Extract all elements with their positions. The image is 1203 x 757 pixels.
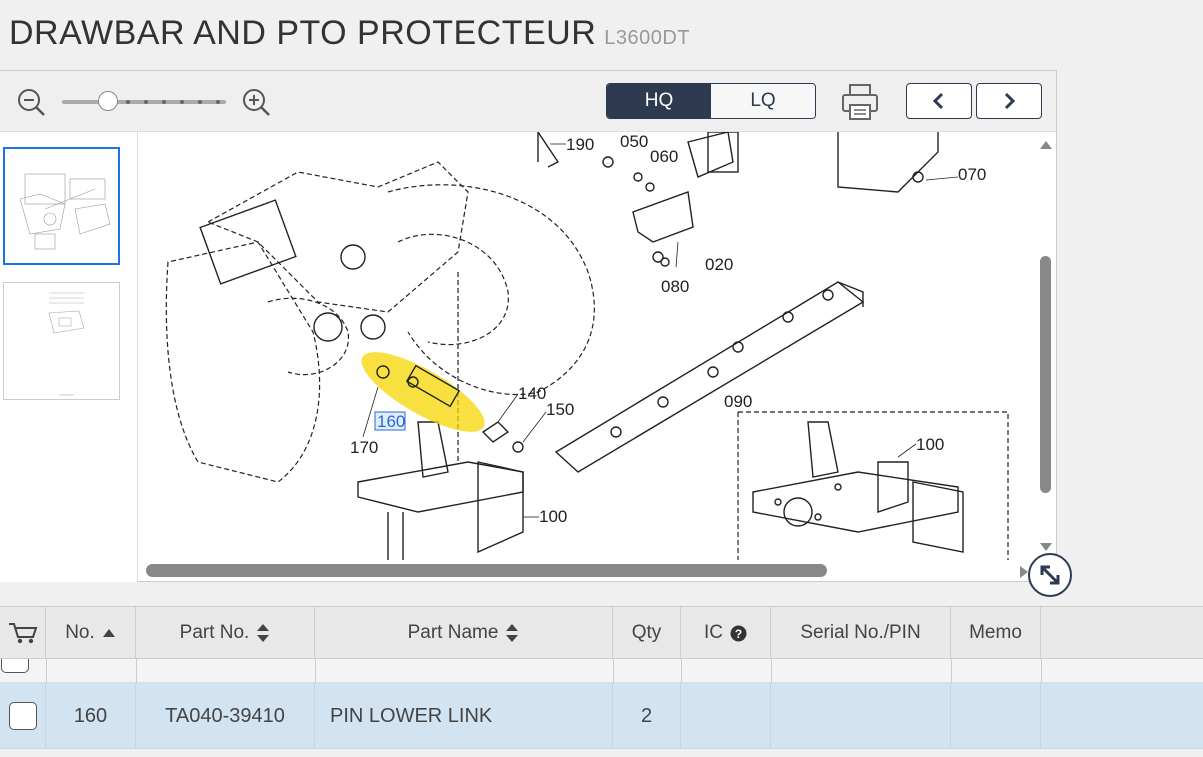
zoom-slider-knob[interactable]	[98, 91, 118, 111]
svg-text:070: 070	[958, 165, 986, 184]
diagram-viewer: HQ LQ	[0, 70, 1057, 582]
vertical-scrollbar[interactable]	[1040, 256, 1051, 493]
col-part-no-label: Part No.	[179, 622, 250, 643]
col-no-label: No.	[65, 622, 95, 643]
svg-text:080: 080	[661, 277, 689, 296]
help-icon[interactable]: ?	[730, 625, 747, 642]
col-ic-label: IC	[704, 622, 723, 643]
chevron-left-icon	[932, 92, 944, 110]
svg-text:190: 190	[566, 135, 594, 154]
scroll-down-icon[interactable]	[1038, 541, 1054, 553]
lq-button[interactable]: LQ	[711, 84, 815, 118]
table-header: No. Part No. Part Name Qty IC? Serial No…	[0, 606, 1203, 659]
thumbnail-page-2[interactable]	[3, 282, 120, 400]
svg-text:150: 150	[546, 400, 574, 419]
table-row-partial	[0, 659, 1203, 683]
callout-160[interactable]: 160	[377, 412, 405, 431]
svg-text:020: 020	[705, 255, 733, 274]
sort-asc-icon	[102, 629, 115, 637]
cell-no: 160	[46, 683, 136, 749]
col-ic: IC?	[681, 607, 771, 659]
col-part-name-label: Part Name	[407, 622, 499, 643]
sort-icon	[257, 624, 270, 642]
page-title: DRAWBAR AND PTO PROTECTEUR L3600DT	[9, 14, 690, 53]
svg-text:?: ?	[735, 627, 742, 641]
col-serial-label: Serial No./PIN	[800, 622, 921, 643]
col-serial: Serial No./PIN	[771, 607, 951, 659]
col-memo-label: Memo	[969, 622, 1022, 643]
table-row[interactable]: 160 TA040-39410 PIN LOWER LINK 2	[0, 683, 1203, 749]
col-part-name[interactable]: Part Name	[315, 607, 613, 659]
scroll-right-icon[interactable]	[1018, 564, 1030, 580]
cell-part-no: TA040-39410	[136, 683, 315, 749]
cell-qty: 2	[613, 683, 681, 749]
next-page-button[interactable]	[976, 83, 1042, 119]
printer-icon[interactable]	[840, 83, 880, 121]
col-qty: Qty	[613, 607, 681, 659]
zoom-out-icon[interactable]	[16, 87, 46, 117]
row-checkbox[interactable]	[8, 702, 37, 730]
svg-text:100: 100	[539, 507, 567, 526]
col-part-no[interactable]: Part No.	[136, 607, 315, 659]
chevron-right-icon	[1004, 92, 1016, 110]
sort-icon	[506, 624, 519, 642]
svg-text:050: 050	[620, 132, 648, 151]
svg-text:060: 060	[650, 147, 678, 166]
thumbnail-panel	[0, 132, 138, 582]
model-label: L3600DT	[604, 27, 691, 49]
scroll-up-icon[interactable]	[1038, 139, 1054, 151]
prev-page-button[interactable]	[906, 83, 972, 119]
svg-text:140: 140	[518, 384, 546, 403]
svg-text:090: 090	[724, 392, 752, 411]
quality-toggle: HQ LQ	[606, 83, 816, 119]
row-checkbox-partial[interactable]	[1, 659, 29, 673]
col-qty-label: Qty	[631, 622, 662, 643]
svg-text:100: 100	[916, 435, 944, 454]
cart-icon[interactable]	[0, 607, 46, 659]
zoom-slider[interactable]	[62, 91, 226, 111]
col-no[interactable]: No.	[46, 607, 136, 659]
horizontal-scrollbar[interactable]	[146, 564, 827, 577]
thumbnail-page-1[interactable]	[3, 147, 120, 265]
expand-icon[interactable]	[1028, 553, 1072, 597]
col-memo: Memo	[951, 607, 1041, 659]
title-text: DRAWBAR AND PTO PROTECTEUR	[9, 14, 597, 52]
cell-part-name: PIN LOWER LINK	[315, 683, 613, 749]
svg-text:170: 170	[350, 438, 378, 457]
parts-diagram[interactable]: 190 050 060 070 020 080 090 140 150 160 …	[138, 132, 1034, 560]
zoom-in-icon[interactable]	[241, 87, 271, 117]
cell-ic	[681, 683, 771, 749]
hq-button[interactable]: HQ	[607, 84, 711, 118]
cell-serial	[771, 683, 951, 749]
viewer-toolbar: HQ LQ	[0, 71, 1056, 132]
cell-memo[interactable]	[951, 683, 1041, 749]
